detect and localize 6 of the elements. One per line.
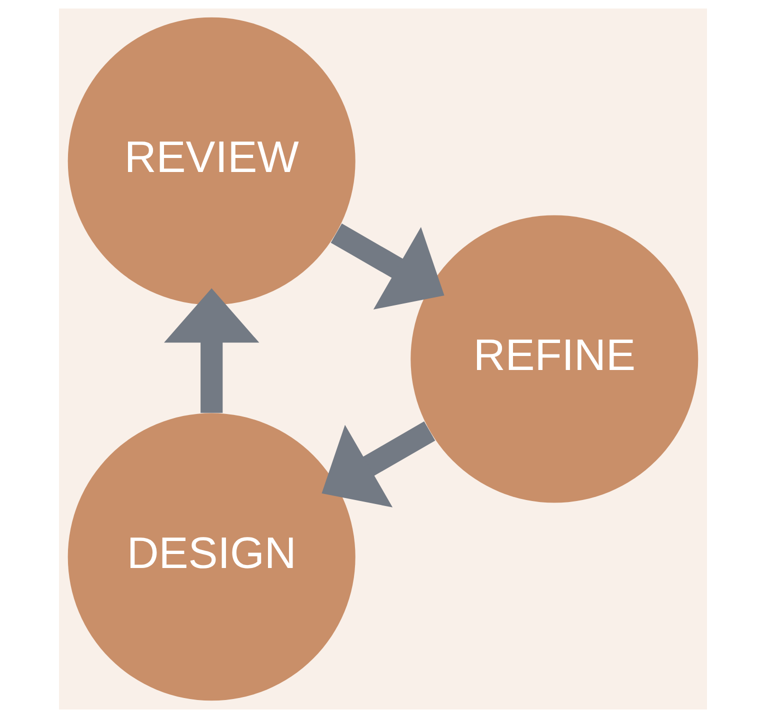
arrow <box>322 421 436 508</box>
node-circle: REFINE <box>410 215 698 503</box>
node-circle: REVIEW <box>68 17 356 305</box>
arrow <box>330 224 444 310</box>
arrow <box>164 288 260 413</box>
node-circle: DESIGN <box>68 413 356 701</box>
